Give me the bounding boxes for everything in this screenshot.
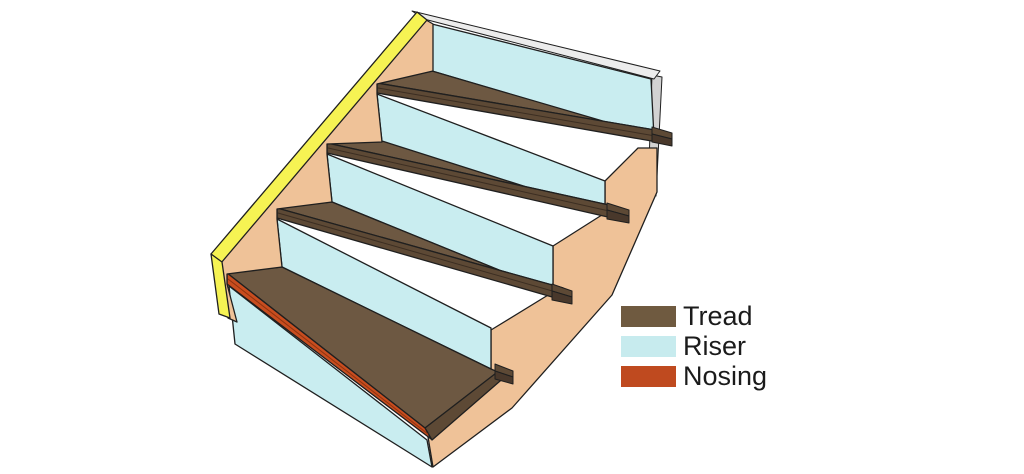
tread-3-edge-seam xyxy=(327,147,619,214)
tread-color-swatch xyxy=(621,306,676,327)
nosing-color-swatch xyxy=(621,366,676,387)
bottom-riser xyxy=(228,285,433,468)
tread-3-end-cap-bottom xyxy=(606,209,630,224)
tread-2-edge-seam xyxy=(277,212,564,295)
tread-1-end-cap-bottom xyxy=(494,370,514,385)
tread-4-end-cap-bottom xyxy=(651,133,673,147)
legend-label-nosing: Nosing xyxy=(683,361,768,391)
nosing-strip-seam xyxy=(227,278,429,435)
riser-color-swatch xyxy=(621,336,676,357)
stringer-edge-foot xyxy=(210,253,231,319)
tread-2-end-cap-bottom xyxy=(551,290,573,305)
legend-item-nosing: Nosing xyxy=(621,361,768,391)
legend-label-tread: Tread xyxy=(683,301,753,331)
legend-item-riser: Riser xyxy=(621,331,767,361)
legend: Tread Riser Nosing xyxy=(621,301,768,391)
left-stringer xyxy=(213,16,434,323)
tread-4-edge-seam xyxy=(377,87,662,138)
legend-item-tread: Tread xyxy=(621,301,767,331)
legend-label-riser: Riser xyxy=(683,331,747,361)
